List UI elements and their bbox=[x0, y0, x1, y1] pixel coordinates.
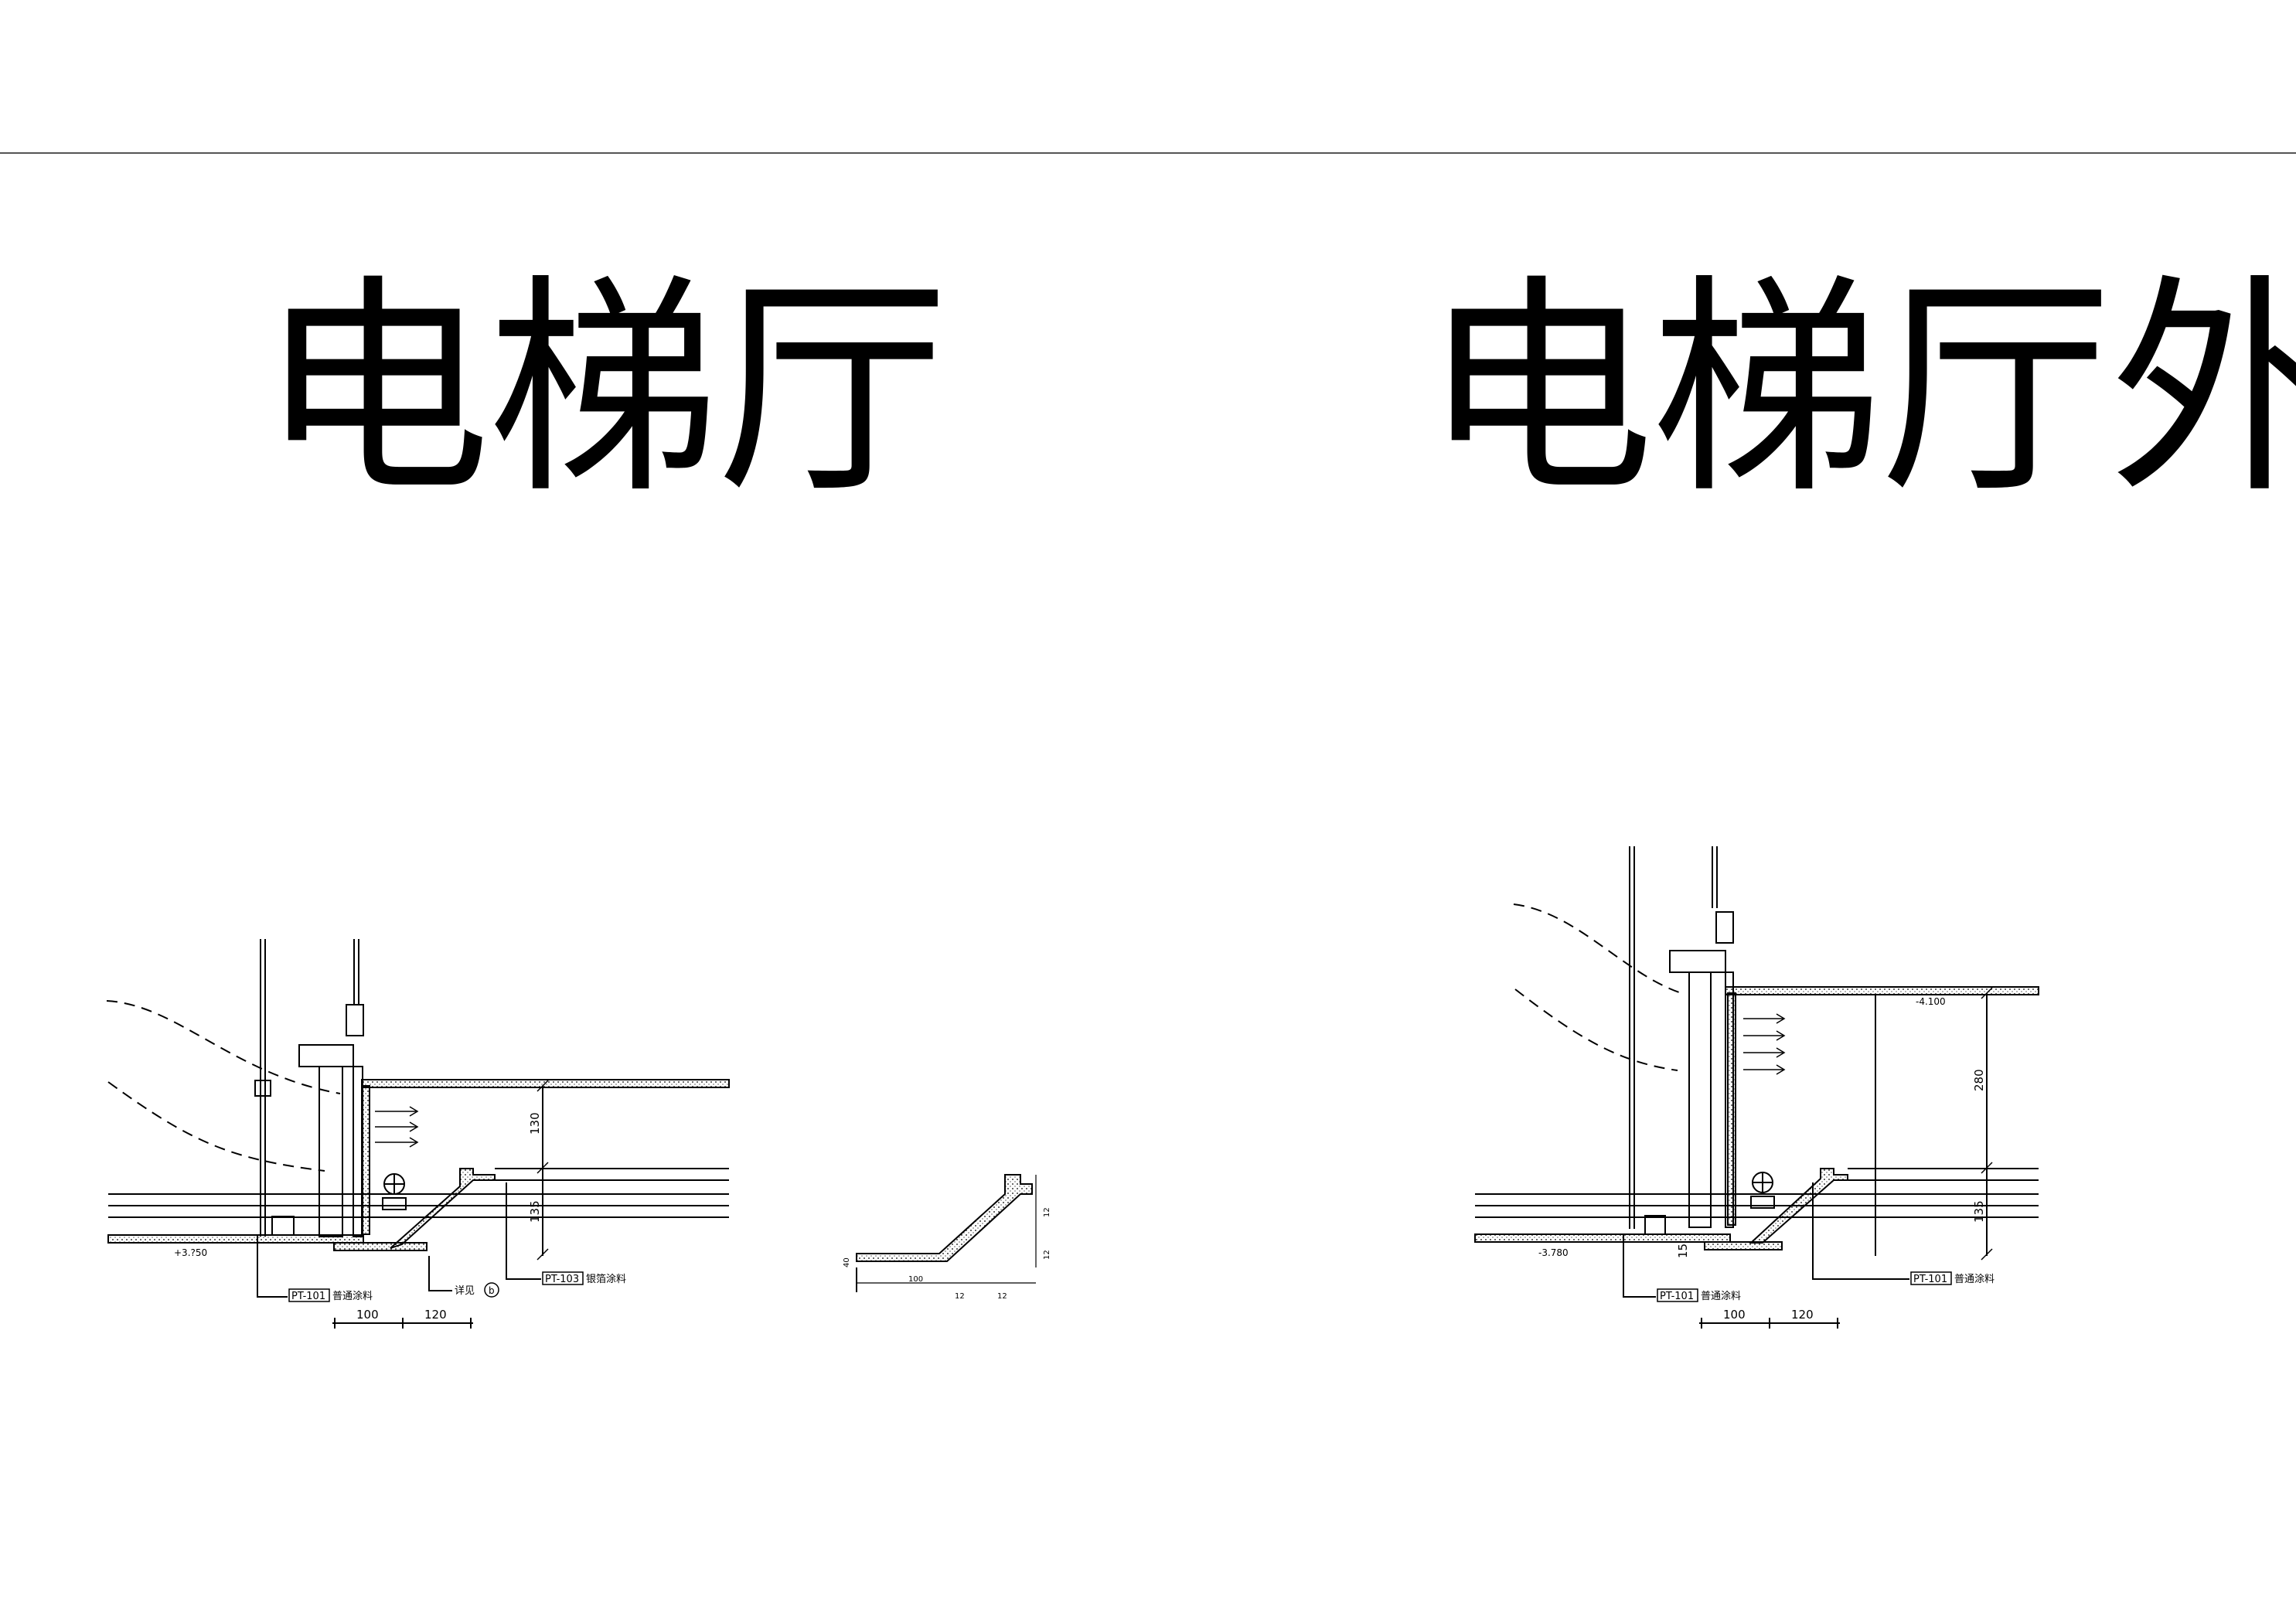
left-dim-100: 100 bbox=[356, 1308, 379, 1322]
left-leader-2-text: 详见 bbox=[455, 1285, 475, 1297]
left-dim-120: 120 bbox=[424, 1308, 447, 1322]
small-dim-2: 12 bbox=[997, 1292, 1007, 1301]
right-dim-120: 120 bbox=[1791, 1308, 1814, 1322]
left-ceiling-detail bbox=[106, 939, 730, 1329]
right-leader-2-text: 普通涂料 bbox=[1954, 1273, 1995, 1285]
small-dim-4: 12 bbox=[1043, 1250, 1051, 1260]
right-dim-135: 135 bbox=[1972, 1200, 1986, 1223]
small-detail-labels: 100 12 12 12 12 40 bbox=[843, 1207, 1051, 1301]
small-dim-0: 100 bbox=[908, 1275, 923, 1284]
right-dim-15: 15 bbox=[1676, 1244, 1690, 1258]
small-detail-b bbox=[856, 1174, 1037, 1292]
small-dim-3: 12 bbox=[1043, 1207, 1051, 1217]
left-detail-labels: 130 135 100 120 +3.?50 PT-101 普通涂料 详见 b … bbox=[174, 1112, 626, 1322]
airflow-arrows bbox=[375, 1106, 419, 1148]
left-dim-130: 130 bbox=[528, 1112, 542, 1135]
right-ceiling-detail bbox=[1474, 846, 2039, 1329]
right-leader-1-tag: PT-101 bbox=[1660, 1291, 1694, 1302]
right-dim-100: 100 bbox=[1723, 1308, 1746, 1322]
right-dim-280: 280 bbox=[1972, 1069, 1986, 1091]
right-leader-2-tag: PT-101 bbox=[1913, 1274, 1947, 1285]
title-elevator-hall: 电梯厅 bbox=[259, 255, 949, 525]
left-leader-2-circle: b bbox=[489, 1285, 495, 1296]
small-dim-1: 12 bbox=[955, 1292, 965, 1301]
airflow-arrows-right bbox=[1743, 1013, 1786, 1075]
title-outside-elevator-hall: 电梯厅外 bbox=[1422, 255, 2296, 525]
right-level-bottom: -3.780 bbox=[1538, 1247, 1569, 1258]
right-leader-1-text: 普通涂料 bbox=[1701, 1290, 1741, 1302]
small-dim-8: 40 bbox=[843, 1257, 851, 1267]
left-leader-3-text: 银箔涂料 bbox=[586, 1273, 626, 1285]
right-detail-labels: 280 135 15 100 120 -4.100 -3.780 PT-101 … bbox=[1538, 996, 1995, 1322]
left-level-mark: +3.?50 bbox=[174, 1247, 207, 1258]
left-leader-1-text: 普通涂料 bbox=[332, 1290, 373, 1302]
left-leader-1-tag: PT-101 bbox=[291, 1291, 325, 1302]
left-dim-135: 135 bbox=[528, 1200, 542, 1223]
left-leader-3-tag: PT-103 bbox=[545, 1274, 579, 1285]
right-level-top: -4.100 bbox=[1916, 996, 1946, 1007]
